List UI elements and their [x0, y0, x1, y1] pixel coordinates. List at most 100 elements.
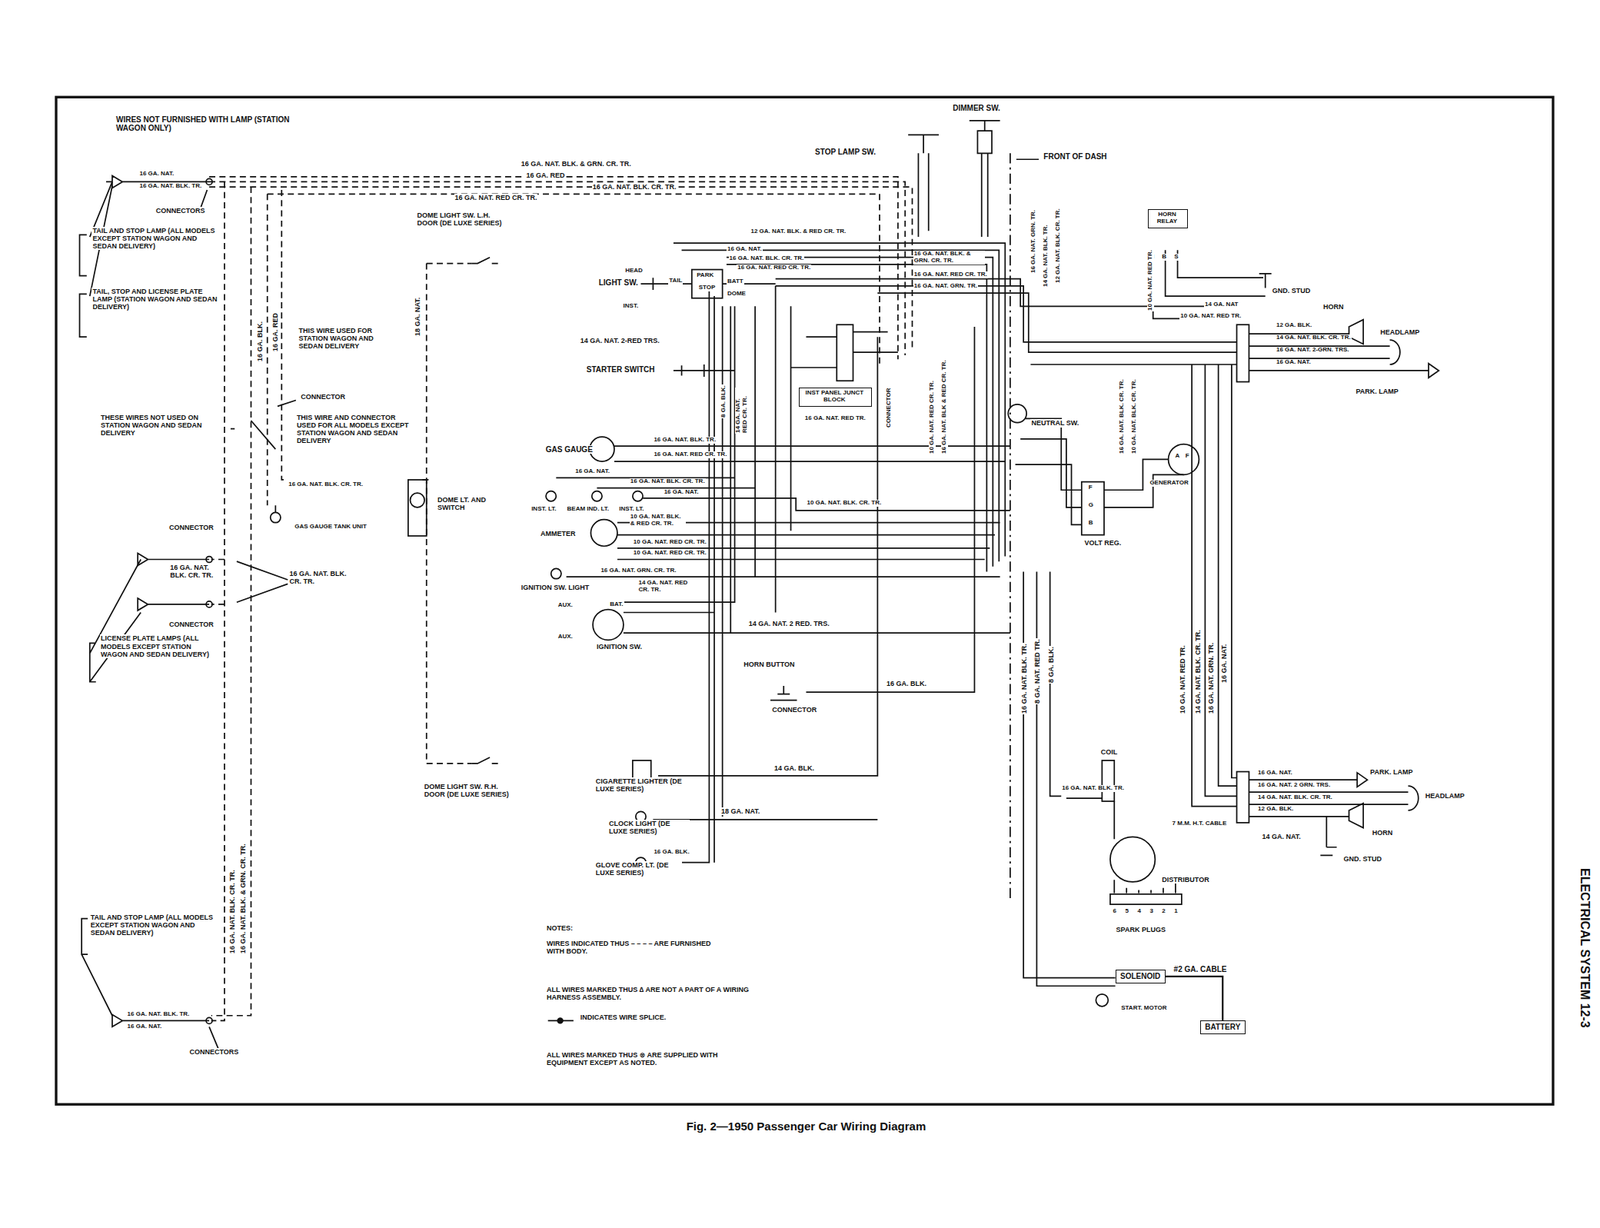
diagram-label: 14 GA. NAT — [1204, 301, 1239, 309]
diagram-label: 16 GA. NAT. BLK. TR. — [138, 182, 203, 190]
diagram-label: DOME LIGHT SW. L.H. DOOR (DE LUXE SERIES… — [415, 211, 513, 227]
diagram-label: 16 GA. NAT. BLK. TR. — [1061, 785, 1125, 792]
diagram-label: 16 GA. NAT. BLK. & GRN. CR. TR. — [239, 842, 247, 955]
diagram-label: 10 GA. NAT. BLK. CR. TR. — [1130, 378, 1138, 455]
diagram-label: 16 GA. NAT. GRN. TR. — [1030, 209, 1038, 274]
gas-gauge-symbol — [589, 436, 615, 462]
diagram-label: 16 GA. NAT. BLK. & GRN. CR. TR. — [520, 159, 633, 168]
diagram-label: 5 — [1124, 908, 1130, 915]
diagram-label: 14 GA. NAT. BLK. CR. TR. — [1257, 794, 1334, 802]
diagram-label: HEADLAMP — [1379, 328, 1421, 336]
tank-unit-symbol — [270, 512, 281, 523]
diagram-label: DISTRIBUTOR — [1160, 875, 1210, 884]
diagram-label: TAIL AND STOP LAMP (ALL MODELS EXCEPT ST… — [91, 226, 220, 250]
diagram-label: WIRES INDICATED THUS – – – – ARE FURNISH… — [545, 939, 725, 955]
component-box: BATTERY — [1200, 1020, 1246, 1035]
diagram-label: CLOCK LIGHT (DE LUXE SERIES) — [608, 819, 690, 835]
diagram-label: F — [1087, 484, 1094, 492]
diagram-label: 2 — [1160, 908, 1166, 915]
diagram-label: 16 GA. NAT. BLK. & GRN. CR. TR. — [913, 250, 985, 265]
diagram-label: THESE WIRES NOT USED ON STATION WAGON AN… — [99, 413, 215, 437]
diagram-label: TAIL AND STOP LAMP (ALL MODELS EXCEPT ST… — [89, 913, 218, 937]
diagram-label: INST. LT. — [530, 505, 557, 513]
diagram-label: 7 M.M. H.T. CABLE — [1171, 820, 1228, 828]
diagram-label: INST. — [622, 302, 640, 310]
diagram-label: 12 GA. NAT. BLK. & RED CR. TR. — [749, 228, 847, 236]
diagram-label: 18 GA. NAT. — [413, 296, 422, 337]
diagram-label: 16 GA. NAT. — [1257, 769, 1294, 777]
connector-symbol — [206, 1017, 213, 1024]
diagram-label: B — [1087, 519, 1095, 527]
diagram-label: 16 GA. NAT. — [1275, 359, 1312, 366]
diagram-label: CONNECTOR — [771, 705, 818, 714]
diagram-label: DOME — [726, 290, 747, 298]
diagram-label: PARK — [695, 272, 715, 280]
diagram-label: 18 GA. NAT. — [720, 807, 761, 815]
diagram-label: 16 GA. NAT. 2-GRN. TRS. — [1275, 346, 1351, 354]
diagram-label: HEADLAMP — [1424, 791, 1466, 800]
diagram-label: HEAD — [624, 267, 644, 275]
diagram-label: 16 GA. NAT. — [126, 1023, 163, 1031]
diagram-label: THIS WIRE USED FOR STATION WAGON AND SED… — [298, 326, 389, 350]
diagram-label: NOTES: — [545, 924, 574, 932]
diagram-label: FRONT OF DASH — [1042, 152, 1108, 161]
diagram-label: GENERATOR — [1148, 479, 1189, 487]
diagram-label: 16 GA. NAT. BLK. TR. — [1020, 642, 1028, 715]
diagram-label: 10 GA. NAT. RED TR. — [1147, 249, 1155, 312]
diagram-label: 16 GA. NAT. GRN. TR. — [1207, 641, 1215, 715]
ammeter-symbol — [590, 519, 618, 547]
splice-symbol — [557, 1017, 563, 1024]
diagram-label: 14 GA. NAT. 2 RED. TRS. — [748, 619, 831, 628]
lamp-symbol — [551, 568, 562, 579]
diagram-label: INDICATES WIRE SPLICE. — [579, 1013, 667, 1022]
diagram-label: ALL WIRES MARKED THUS ⊗ ARE SUPPLIED WIT… — [545, 1051, 725, 1067]
body-wires — [209, 176, 912, 1022]
diagram-label: TAIL, STOP AND LICENSE PLATE LAMP (STATI… — [91, 287, 220, 311]
component-name: HORN RELAY — [1151, 211, 1183, 226]
diagram-label: S — [1173, 253, 1179, 261]
diagram-label: SPARK PLUGS — [1115, 925, 1167, 934]
diagram-label: HORN — [1322, 302, 1345, 311]
diagram-label: 16 GA. NAT. BLK. CR. TR. — [728, 255, 805, 263]
dome-lamp-symbol — [410, 492, 426, 508]
diagram-label: GND. STUD — [1271, 286, 1312, 295]
diagram-label: 16 GA. NAT. 2 GRN. TRS. — [1257, 781, 1331, 789]
component-name: SOLENOID — [1119, 971, 1162, 981]
edge-label: #2 GA. CABLE — [1173, 964, 1228, 974]
diagram-label: F — [1184, 452, 1191, 460]
diagram-label: 16 GA. NAT. BLK. CR. TR. — [289, 569, 351, 586]
diagram-label: 16 GA. NAT. BLK. CR. TR. — [169, 563, 223, 579]
diagram-label: 16 GA. NAT. BLK. CR. TR. — [629, 478, 706, 486]
junction-strip — [836, 324, 853, 381]
diagram-label: CONNECTOR — [168, 620, 215, 629]
lamp-symbol — [545, 491, 556, 502]
diagram-label: START. MOTOR — [1120, 1004, 1168, 1012]
diagram-label: BEAM IND. LT. — [566, 505, 611, 513]
diagram-label: 14 GA. NAT. BLK. CR. TR. — [1194, 628, 1202, 715]
diagram-label: 16 GA. NAT. — [663, 488, 700, 496]
diagram-label: NEUTRAL SW. — [1030, 419, 1080, 427]
diagram-label: 14 GA. NAT. RED CR. TR. — [735, 387, 749, 434]
diagram-label: TAIL — [668, 277, 683, 285]
diagram-label: 16 GA. NAT. RED CR. TR. — [913, 271, 988, 279]
neutral-switch-symbol — [1007, 404, 1027, 423]
diagram-label: 8 GA. BLK. — [720, 384, 728, 419]
diagram-label: 16 GA. NAT. BLK & RED CR. TR. — [941, 359, 949, 455]
distributor-symbol — [1110, 836, 1155, 882]
diagram-label: GND. STUD — [1343, 854, 1384, 863]
diagram-label: LICENSE PLATE LAMPS (ALL MODELS EXCEPT S… — [99, 634, 215, 658]
diagram-label: AUX. — [557, 633, 574, 641]
lamp-symbol — [592, 491, 603, 502]
diagram-label: 16 GA. NAT. RED CR. TR. — [736, 264, 812, 272]
diagram-label: 10 GA. NAT. RED CR. TR. — [632, 538, 708, 546]
diagram-label: DOME LT. AND SWITCH — [436, 495, 493, 512]
diagram-label: DOME LIGHT SW. R.H. DOOR (DE LUXE SERIES… — [423, 782, 516, 799]
diagram-label: 14 GA. NAT. BLK. TR. — [1042, 224, 1050, 289]
wire-harness — [275, 120, 1429, 1022]
diagram-label: 16 GA. BLK. — [885, 679, 928, 688]
diagram-label: GLOVE COMP. LT. (DE LUXE SERIES) — [595, 861, 682, 877]
diagram-label: GAS GAUGE TANK UNIT — [293, 523, 368, 531]
diagram-label: ALL WIRES MARKED THUS ∆ ARE NOT A PART O… — [545, 985, 766, 1002]
